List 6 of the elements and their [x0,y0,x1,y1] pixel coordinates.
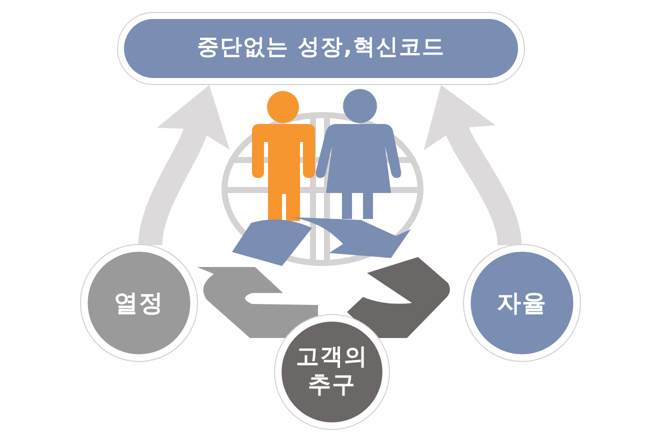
curved-arrow [138,86,228,246]
circle-label: 고객의 추구 [295,344,369,400]
circle-label: 열정 [114,288,164,318]
circle-label: 자율 [497,288,547,318]
banner-title: 중단없는 성장,혁신코드 [196,35,446,62]
curved-arrow [425,86,522,246]
